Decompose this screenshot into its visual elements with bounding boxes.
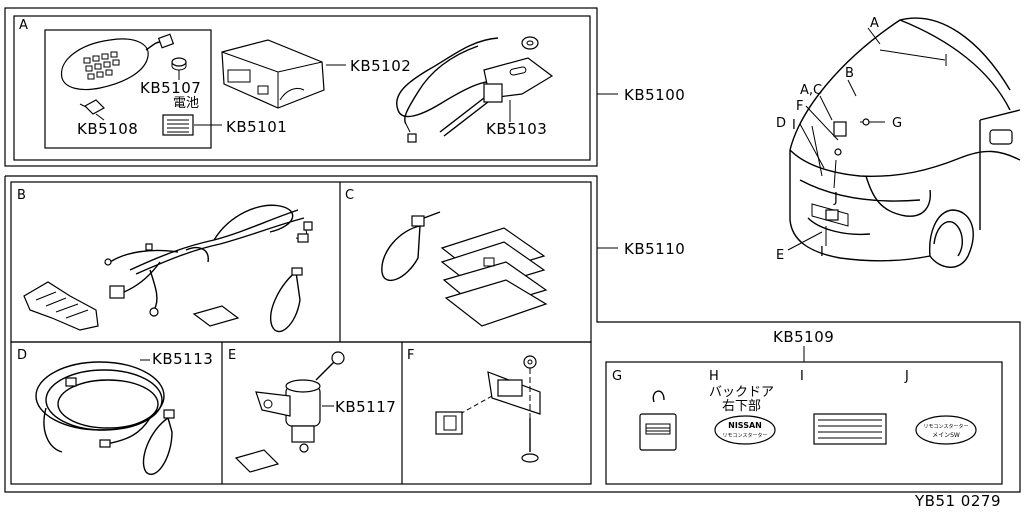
car-callout-d: D (776, 116, 786, 131)
label-g-tag (639, 390, 677, 451)
control-unit-kb5102 (221, 39, 325, 109)
main-wire-harness (104, 204, 313, 317)
emblem-j-bottom-text: メインSW (932, 432, 960, 439)
part-kb5108: KB5108 (77, 120, 138, 138)
kb5110-frame (4, 175, 1021, 493)
part-kb5100: KB5100 (624, 86, 685, 104)
part-kb5103: KB5103 (486, 120, 547, 138)
part-kb5107: KB5107 (140, 79, 201, 97)
kb5108-tag (84, 99, 105, 115)
part-kb5102: KB5102 (350, 57, 411, 75)
antenna-harness-kb5103 (396, 36, 554, 143)
def-row-box (10, 341, 592, 485)
kb5100-frame (4, 7, 598, 167)
car-callout-ac: A,C (800, 83, 822, 98)
part-kb5113: KB5113 (152, 350, 213, 368)
section-i-label: I (800, 369, 804, 384)
section-h-label: H (709, 369, 719, 384)
emblem-h-bottom-text: リモコンスターター (723, 432, 768, 439)
section-e-label: E (228, 348, 236, 363)
battery-note: 電池 (173, 96, 199, 111)
adhesive-pad-b (192, 305, 240, 327)
section-f-label: F (407, 348, 414, 363)
section-b-label: B (17, 188, 26, 203)
car-callout-f: F (796, 99, 803, 114)
part-kb5117: KB5117 (335, 398, 396, 416)
back-door-note-line1: バックドア (709, 385, 774, 400)
car-callout-b: B (845, 66, 854, 81)
section-a-label: A (19, 18, 28, 33)
car-callout-e: E (776, 248, 784, 263)
vehicle-illustration (787, 17, 1021, 268)
car-callout-j: J (833, 191, 838, 206)
part-kb5109: KB5109 (773, 328, 834, 346)
label-i-sheet (813, 413, 887, 445)
cable-tie-d (142, 409, 175, 475)
car-callout-a: A (870, 16, 879, 31)
emblem-h-top-text: NISSAN (728, 421, 762, 430)
car-callout-i-bottom: I (820, 245, 824, 260)
adhesive-pad-e (234, 449, 280, 473)
spacer-bracket (440, 227, 548, 327)
section-j-label: J (904, 369, 909, 384)
remote-key-fob (61, 33, 175, 91)
emblem-h: NISSAN リモコンスターター (714, 415, 776, 445)
back-door-note-line2: 右下部 (722, 399, 761, 414)
car-callout-i-top: I (792, 118, 796, 133)
car-callout-g: G (892, 116, 902, 131)
emblem-j: リモコンスターター メインSW (915, 415, 977, 445)
part-kb5110: KB5110 (624, 240, 685, 258)
part-kb5101: KB5101 (226, 118, 287, 136)
cable-tie-c (381, 211, 441, 282)
diagram-code: YB51 0279 (914, 492, 1001, 510)
remote-subgroup-box (44, 29, 212, 149)
emblem-j-top-text: リモコンスターター (924, 423, 969, 430)
switch-bracket-f (435, 355, 541, 463)
cable-tie-b (270, 267, 303, 333)
section-c-label: C (345, 188, 354, 203)
coin-battery (171, 57, 187, 67)
sub-wire-harness-kb5113 (35, 361, 165, 453)
section-a-box (13, 15, 591, 161)
hood-switch-kb5117 (255, 351, 345, 453)
section-g-label: G (612, 369, 622, 384)
connector-bracket (23, 281, 99, 331)
section-d-label: D (17, 348, 27, 363)
